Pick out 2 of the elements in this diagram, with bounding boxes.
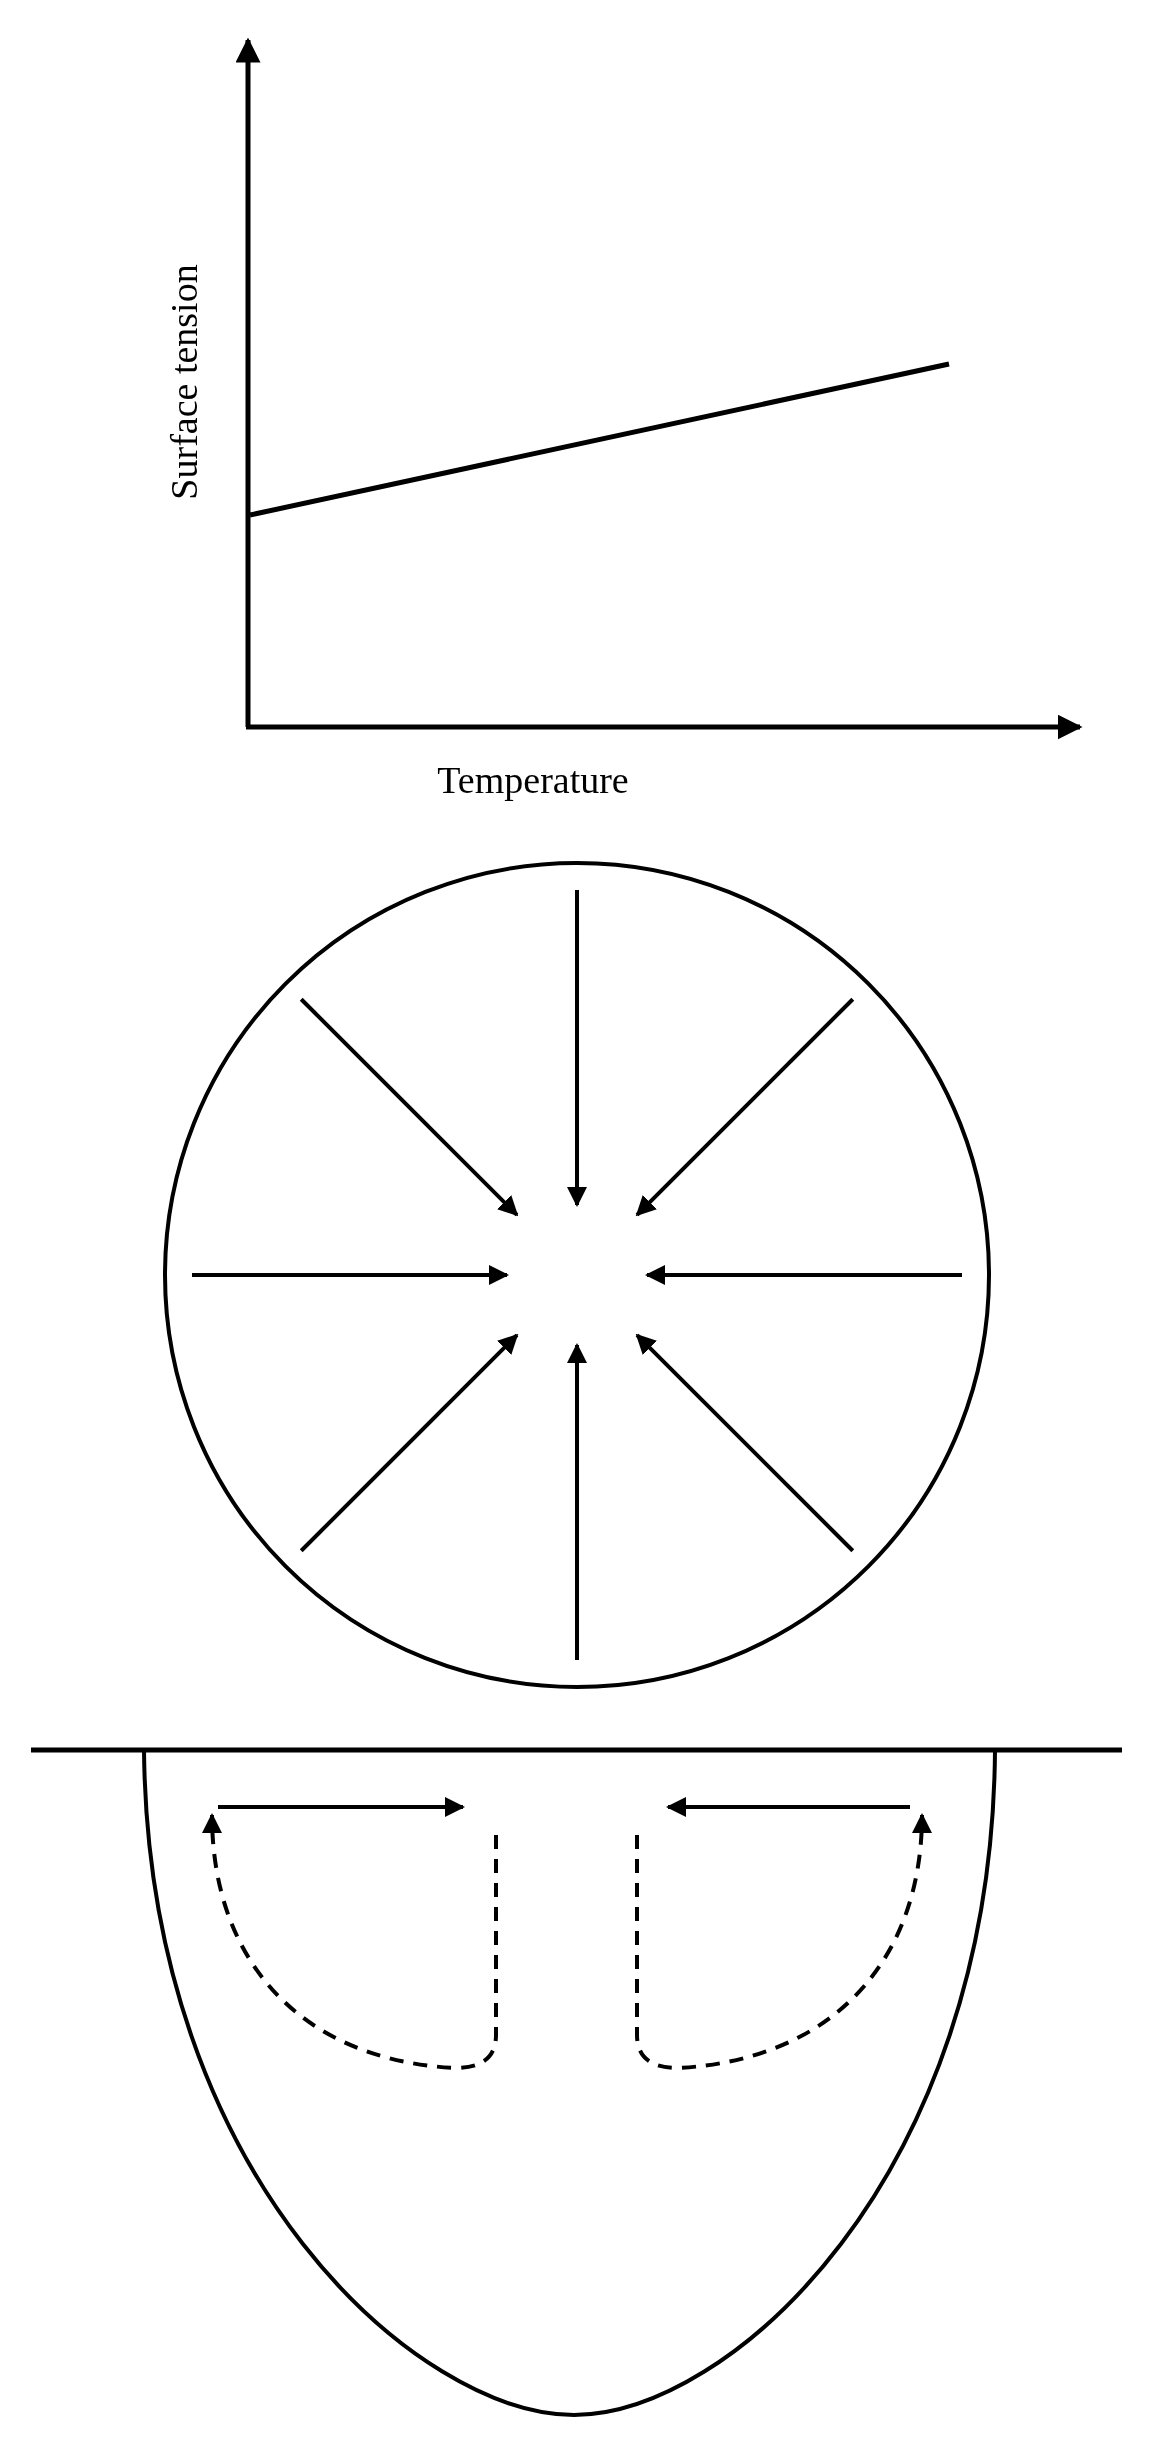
- axis-label: Temperature: [437, 761, 629, 799]
- axis-label: Surface tension: [165, 264, 203, 500]
